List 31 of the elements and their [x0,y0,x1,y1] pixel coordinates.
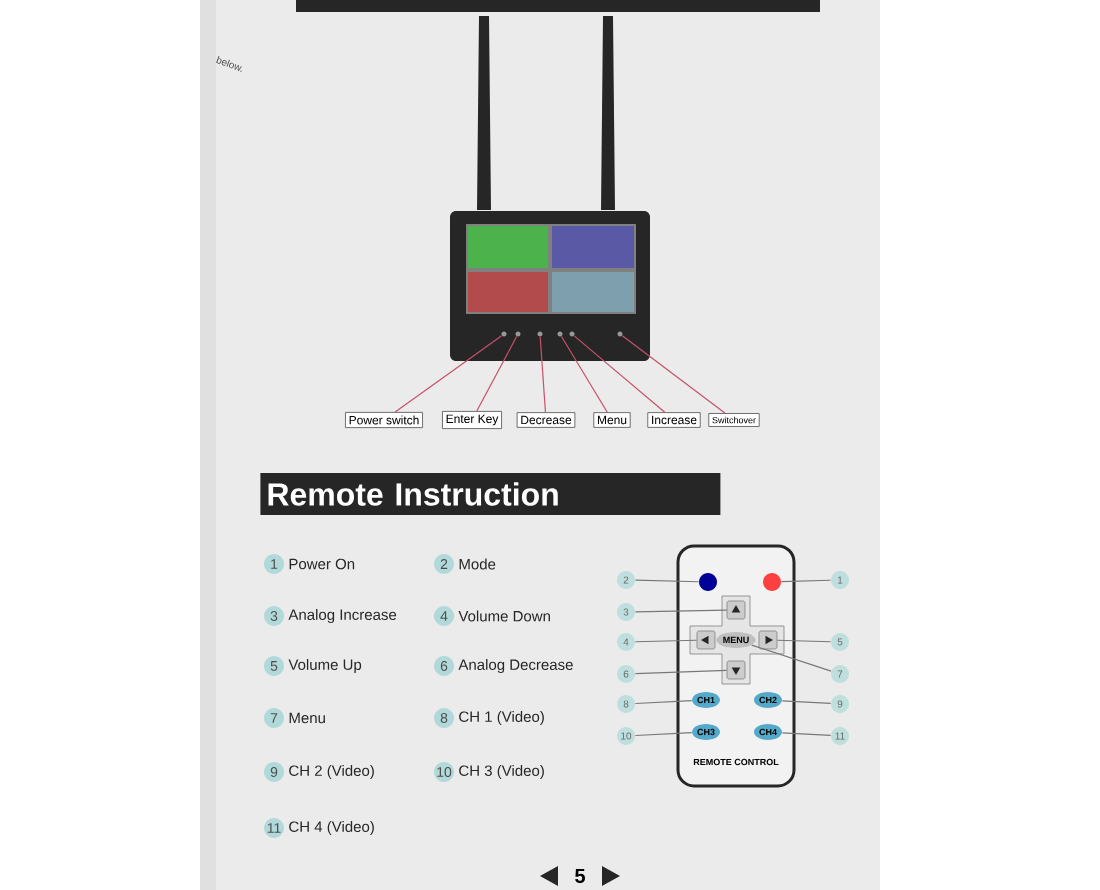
leader-line [634,732,693,737]
remote-button [763,573,781,591]
leader-line [780,579,832,583]
monitor-button [557,331,563,337]
page-number: 5 [575,869,585,883]
leader-line [539,336,547,413]
monitor-button [537,331,543,337]
arrow-key [696,630,716,650]
leader-line [781,700,832,705]
heading-bar: Remote Instruction [260,473,721,515]
leader-line [776,639,832,643]
leader-line [634,669,728,675]
leader-line [781,732,832,737]
arrow-key [726,600,746,620]
monitor-button [617,331,623,337]
leader-line [560,335,608,413]
arrow-key [726,660,746,680]
leader-line [634,579,700,583]
monitor-button [515,331,521,337]
arrow-key [758,630,778,650]
monitor-button [569,331,575,337]
monitor-button [501,331,507,337]
leader-line [751,644,832,672]
leader-line [476,335,518,412]
leader-line [634,609,728,613]
leader-line [634,639,698,643]
leader-line [621,335,726,414]
leader-line [573,335,666,413]
leader-line [634,700,693,705]
leader-line [394,335,503,413]
remote-button [699,573,717,591]
